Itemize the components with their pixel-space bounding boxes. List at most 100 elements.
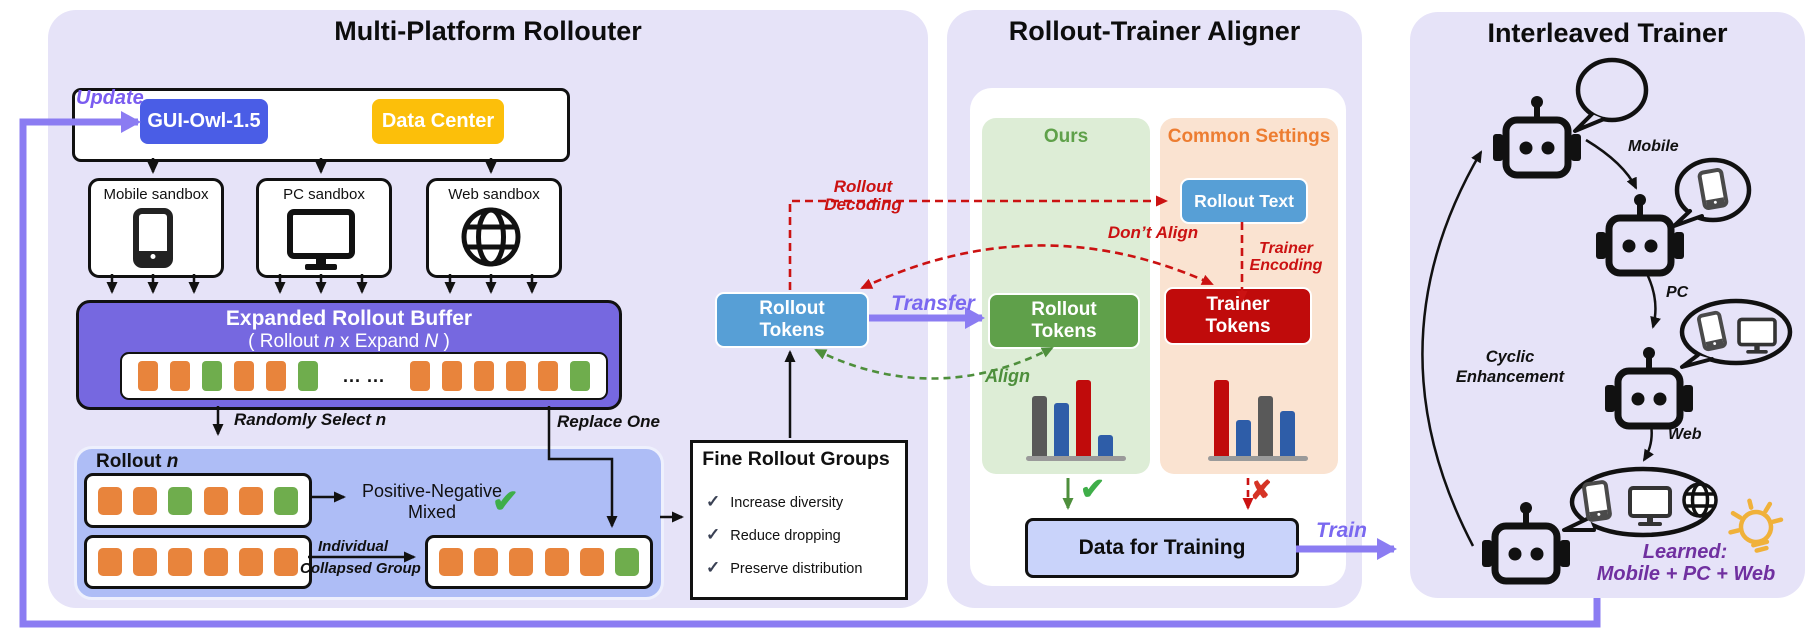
distribution-bar (1214, 380, 1229, 458)
ours-distribution-chart (1032, 378, 1113, 458)
individual-label-line1: Individual (318, 538, 389, 555)
rollout-token-green (569, 361, 590, 391)
learned-label-line2: Mobile + PC + Web (1596, 563, 1776, 585)
replace-one-label: Replace One (557, 412, 660, 431)
rollout-token-orange (441, 361, 462, 391)
individual-label-line2: Collapsed Group (300, 560, 421, 577)
buffer-subtitle: ( Rollout n x Expand N ) (248, 331, 450, 352)
fine-rollout-groups-title: Fine Rollout Groups (702, 448, 890, 470)
rollout-token-orange (238, 486, 263, 515)
strip3-tokens (428, 538, 650, 586)
rollout-token-orange (473, 361, 494, 391)
rollout-token-orange (238, 548, 263, 576)
web-stage-label: Web (1668, 426, 1702, 443)
check-icon: ✔ (492, 483, 519, 519)
buffer-title: Expanded Rollout Buffer (225, 307, 473, 330)
panel-title-aligner: Rollout-Trainer Aligner (1008, 16, 1301, 46)
distribution-bar (1076, 380, 1091, 458)
web-sandbox-label: Web sandbox (448, 186, 540, 203)
panel-title-trainer: Interleaved Trainer (1487, 18, 1728, 48)
rollout-token-orange (544, 548, 569, 576)
fine-group-item-2: ✓Reduce dropping (706, 525, 841, 544)
rollout-token-orange (505, 361, 526, 391)
distribution-bar (1032, 396, 1047, 458)
rollout-strip-replaced (425, 535, 653, 589)
rollout-token-orange (168, 548, 193, 576)
ours-chart-baseline (1026, 456, 1126, 461)
rollout-token-green (614, 548, 639, 576)
update-label: Update (76, 87, 144, 109)
rollout-strip-collapsed (84, 535, 312, 589)
rollout-token-orange (273, 548, 298, 576)
pc-sandbox-label: PC sandbox (283, 186, 365, 203)
common-chart-baseline (1208, 456, 1308, 461)
rollout-token-orange (203, 486, 228, 515)
positive-negative-label: Positive-Negative Mixed (361, 481, 503, 522)
randomly-select-label: Randomly Select n (234, 410, 387, 429)
rollout-text-node: Rollout Text (1180, 178, 1308, 224)
mobile-sandbox-label: Mobile sandbox (103, 186, 209, 203)
common-settings-label: Common Settings (1167, 126, 1331, 147)
rollout-token-orange (474, 548, 499, 576)
common-distribution-chart (1214, 378, 1295, 458)
rollout-token-orange (509, 548, 534, 576)
rollout-token-orange (133, 548, 158, 576)
fine-group-item-1: ✓Increase diversity (706, 492, 844, 511)
panel-title-rollouter: Multi-Platform Rollouter (334, 16, 642, 46)
transfer-label: Transfer (891, 292, 975, 315)
rollout-token-orange (439, 548, 464, 576)
distribution-bar (1280, 411, 1295, 458)
panel-interleaved-trainer (1410, 12, 1805, 598)
buffer-tokens-left (138, 361, 318, 391)
buffer-tokens-right (409, 361, 590, 391)
pc-sandbox-node: PC sandbox (256, 178, 392, 278)
rollout-token-orange (203, 548, 228, 576)
buffer-ellipsis: ... ... (342, 365, 385, 386)
checkmark-icon: ✓ (706, 525, 721, 544)
rollout-token-orange (234, 361, 254, 391)
rollout-token-orange (409, 361, 430, 391)
data-center-node: Data Center (372, 99, 504, 144)
distribution-bar (1258, 396, 1273, 458)
learned-label-line1: Learned: (1642, 541, 1728, 563)
dont-align-label: Don’t Align (1107, 223, 1199, 242)
pc-stage-label: PC (1666, 284, 1689, 301)
rollout-token-green (273, 486, 298, 515)
ours-label: Ours (1043, 126, 1089, 147)
rollout-token-orange (138, 361, 158, 391)
fine-group-item-3: ✓Preserve distribution (706, 558, 863, 577)
strip2-tokens (87, 538, 309, 586)
rollout-token-orange (170, 361, 190, 391)
buffer-token-strip: ... ... (120, 352, 608, 400)
rollout-strip-mixed (84, 473, 312, 528)
rollout-token-green (202, 361, 222, 391)
checkmark-icon: ✓ (706, 558, 721, 577)
mobile-stage-label: Mobile (1628, 138, 1679, 155)
rollout-token-orange (266, 361, 286, 391)
rollout-token-orange (98, 486, 123, 515)
cross-icon: ✘ (1250, 475, 1272, 505)
align-label: Align (985, 366, 1030, 386)
distribution-bar (1054, 403, 1069, 458)
rollout-token-orange (133, 486, 158, 515)
mobile-sandbox-node: Mobile sandbox (88, 178, 224, 278)
distribution-bar (1098, 435, 1113, 458)
checkmark-icon: ✓ (706, 492, 721, 511)
rollout-token-orange (537, 361, 558, 391)
strip1-tokens (87, 476, 309, 525)
gui-owl-node: GUI-Owl-1.5 (140, 99, 268, 144)
rollout-token-green (298, 361, 318, 391)
check-icon: ✔ (1080, 473, 1106, 506)
rollout-token-green (168, 486, 193, 515)
train-label: Train (1316, 519, 1367, 542)
distribution-bar (1236, 420, 1251, 458)
rollout-token-orange (98, 548, 123, 576)
data-for-training-node: Data for Training (1025, 518, 1299, 578)
web-sandbox-node: Web sandbox (426, 178, 562, 278)
rollout-n-label: Rollout n (96, 451, 179, 472)
